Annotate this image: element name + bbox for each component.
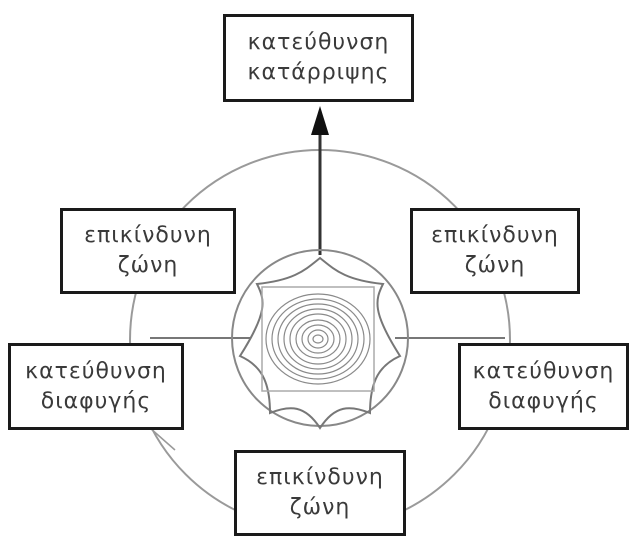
escape-direction-left-box: κατεύθυνση διαφυγής	[8, 343, 184, 430]
danger-zone-left-label-1: επικίνδυνη	[84, 223, 212, 248]
danger-zone-bottom-label-2: ζώνη	[289, 495, 351, 520]
escape-direction-right-label-1: κατεύθυνση	[472, 358, 615, 384]
danger-zone-bottom-label-1: επικίνδυνη	[256, 465, 384, 490]
felling-direction-label-1: κατεύθυνση	[247, 30, 390, 55]
felling-direction-box: κατεύθυνση κατάρριψης	[223, 14, 414, 102]
escape-direction-left-label-1: κατεύθυνση	[25, 358, 167, 384]
felling-arrow-head	[311, 106, 329, 135]
tree-rings	[265, 293, 371, 385]
escape-direction-right-label-2: διαφυγής	[488, 388, 599, 414]
danger-zone-right-box: επικίνδυνη ζώνη	[410, 208, 580, 294]
danger-zone-right-label-2: ζώνη	[464, 253, 526, 278]
escape-direction-right-box: κατεύθυνση διαφυγής	[458, 343, 629, 430]
danger-zone-right-label-1: επικίνδυνη	[431, 223, 559, 248]
stump-outer-circle	[231, 249, 409, 427]
danger-zone-left-box: επικίνδυνη ζώνη	[60, 208, 236, 294]
stump-square	[261, 286, 375, 392]
danger-zone-left-label-2: ζώνη	[117, 253, 179, 278]
tick-left	[149, 427, 176, 451]
felling-direction-label-2: κατάρριψης	[247, 60, 390, 85]
danger-zone-bottom-box: επικίνδυνη ζώνη	[234, 450, 406, 536]
escape-direction-left-label-2: διαφυγής	[40, 388, 152, 414]
